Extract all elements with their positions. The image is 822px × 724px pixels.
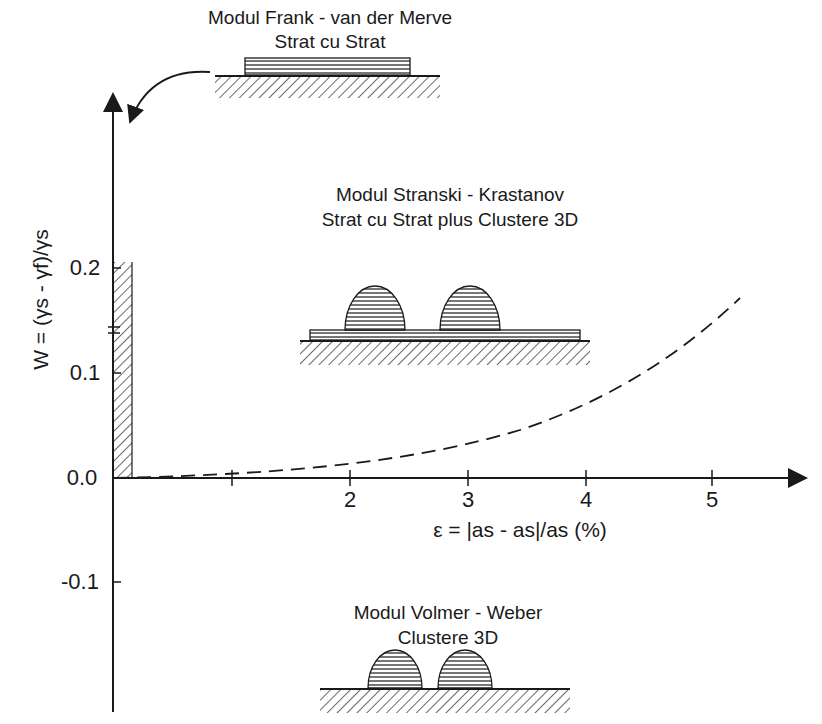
x-ticks (232, 470, 712, 486)
tick-label: 4 (580, 488, 592, 512)
mode-subtitle: Clustere 3D (398, 628, 498, 649)
region-border (131, 262, 132, 478)
pointer-arrow (130, 72, 210, 122)
frank-van-der-merve-region (114, 262, 132, 478)
layer-plus-clusters-illustration (300, 286, 590, 365)
island-growth-illustration (320, 650, 570, 713)
mode-subtitle: Strat cu Strat (275, 32, 386, 53)
axis-title: W = (γs - γf)/γs (28, 230, 51, 371)
tick-label: 0.0 (67, 466, 98, 490)
mode-subtitle: Strat cu Strat plus Clustere 3D (322, 210, 579, 231)
tick-label: 5 (706, 488, 718, 512)
tick-label: 0.1 (70, 361, 101, 385)
mode-title: Modul Frank - van der Merve (208, 8, 452, 29)
tick-label: 2 (344, 488, 356, 512)
tick-label: -0.1 (61, 570, 99, 594)
tick-label: 0.2 (70, 256, 101, 280)
x-axis (113, 477, 806, 479)
mode-title: Modul Volmer - Weber (354, 603, 543, 624)
y-axis (112, 94, 114, 712)
axis-title: ε = |as - as|/as (%) (433, 518, 607, 541)
y-ticks (108, 268, 121, 582)
tick-label: 3 (462, 488, 474, 512)
mode-title: Modul Stranski - Krastanov (336, 185, 564, 206)
layer-by-layer-illustration (215, 58, 440, 98)
sk-boundary-curve (115, 298, 740, 478)
